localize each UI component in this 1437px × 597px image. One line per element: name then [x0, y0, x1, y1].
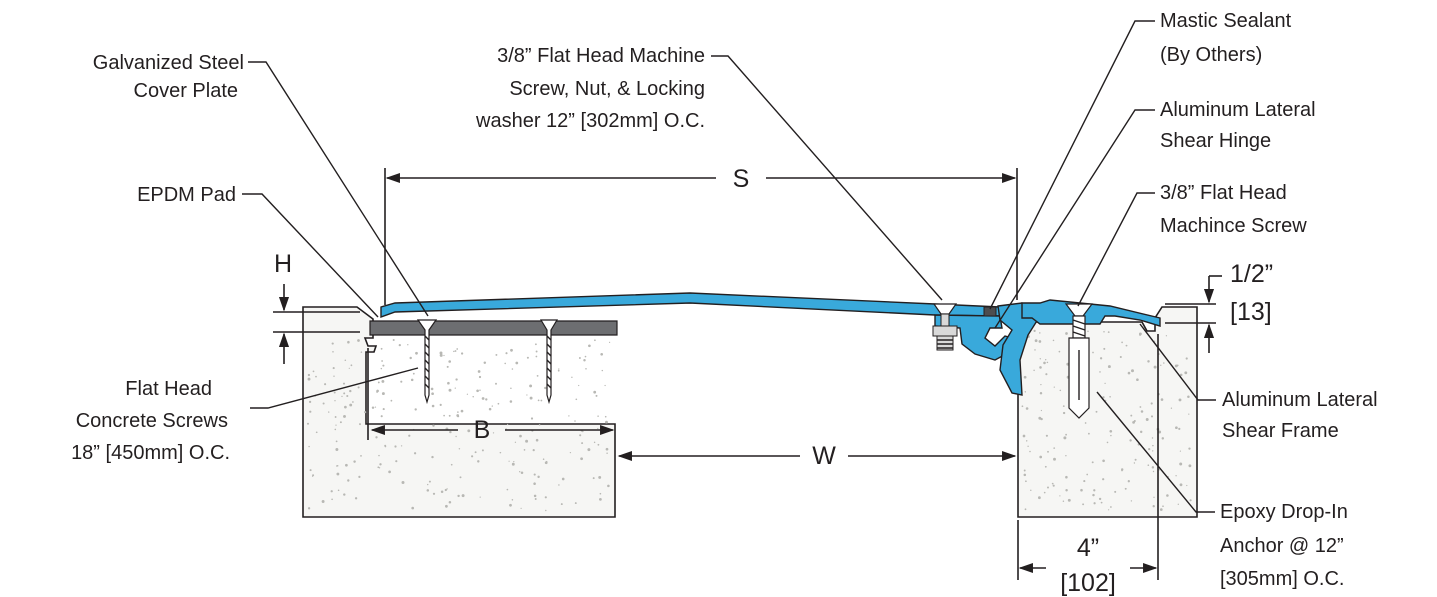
label-flat-screw-line2: Machince Screw — [1160, 215, 1307, 237]
concrete-screw-left — [416, 319, 438, 405]
callout-shear-frame: Aluminum Lateral Shear Frame — [1139, 323, 1378, 442]
label-epdm: EPDM Pad — [137, 184, 236, 206]
label-cover-plate-line2: Cover Plate — [134, 80, 239, 102]
concrete-screw-right — [539, 319, 559, 405]
callout-machine-screw: 3/8” Flat Head Machine Screw, Nut, & Loc… — [475, 45, 943, 301]
label-frame-line2: Shear Frame — [1222, 420, 1339, 442]
right-concrete-slab — [1017, 306, 1198, 518]
dimension-s: S — [384, 165, 1018, 305]
dimension-label-half-inch-mm: [13] — [1230, 298, 1272, 326]
epoxy-drop-in-anchor — [1068, 337, 1090, 419]
epdm-pad — [369, 320, 618, 336]
dimension-label-four-inch-mm: [102] — [1060, 569, 1116, 597]
galvanized-steel-cover-plate — [380, 292, 1023, 318]
label-machine-screw-line1: 3/8” Flat Head Machine — [497, 45, 705, 67]
label-hinge-line2: Shear Hinge — [1160, 130, 1271, 152]
label-machine-screw-line2: Screw, Nut, & Locking — [509, 78, 705, 100]
dimension-label-half-inch: 1/2” — [1230, 260, 1273, 288]
aluminum-lateral-shear-frame — [1021, 299, 1161, 327]
label-hinge-line1: Aluminum Lateral — [1160, 99, 1316, 121]
label-anchor-line1: Epoxy Drop-In — [1220, 501, 1348, 523]
callout-mastic-sealant: Mastic Sealant (By Others) — [989, 10, 1292, 310]
callout-epoxy-anchor: Epoxy Drop-In Anchor @ 12” [305mm] O.C. — [1096, 391, 1348, 590]
callout-concrete-screws: Flat Head Concrete Screws 18” [450mm] O.… — [71, 367, 419, 464]
machine-screw-with-nut — [932, 303, 958, 351]
dimension-half-inch: 1/2” [13] — [1165, 260, 1273, 353]
dimension-b: B — [367, 348, 615, 444]
dimension-w: W — [617, 442, 1017, 470]
callout-shear-hinge: Aluminum Lateral Shear Hinge — [994, 99, 1316, 329]
dimension-label-w: W — [812, 442, 836, 470]
label-flat-screw-line1: 3/8” Flat Head — [1160, 182, 1287, 204]
mastic-sealant-bead — [983, 306, 997, 317]
label-frame-line1: Aluminum Lateral — [1222, 389, 1378, 411]
label-cover-plate-line1: Galvanized Steel — [93, 52, 244, 74]
label-concrete-screws-line3: 18” [450mm] O.C. — [71, 442, 230, 464]
left-concrete-slab — [302, 306, 616, 518]
label-concrete-screws-line2: Concrete Screws — [76, 410, 228, 432]
dimension-label-s: S — [733, 165, 750, 193]
concrete-aggregate-texture — [1021, 329, 1192, 511]
dimension-label-b: B — [474, 416, 491, 444]
dimension-h: H — [273, 250, 360, 364]
callout-cover-plate: Galvanized Steel Cover Plate — [93, 52, 429, 317]
label-machine-screw-line3: washer 12” [302mm] O.C. — [475, 110, 705, 132]
concrete-aggregate-texture — [306, 338, 611, 512]
callout-epdm-pad: EPDM Pad — [137, 184, 379, 318]
label-anchor-line3: [305mm] O.C. — [1220, 568, 1344, 590]
dimension-label-h: H — [274, 250, 292, 278]
label-anchor-line2: Anchor @ 12” — [1220, 535, 1344, 557]
dimension-label-four-inch: 4” — [1077, 534, 1099, 562]
dimension-four-inch: 4” [102] — [1017, 334, 1159, 597]
callout-flat-head-screw: 3/8” Flat Head Machince Screw — [1077, 182, 1307, 307]
label-mastic-line2: (By Others) — [1160, 44, 1262, 66]
label-mastic-line1: Mastic Sealant — [1160, 10, 1292, 32]
label-concrete-screws-line1: Flat Head — [125, 378, 212, 400]
